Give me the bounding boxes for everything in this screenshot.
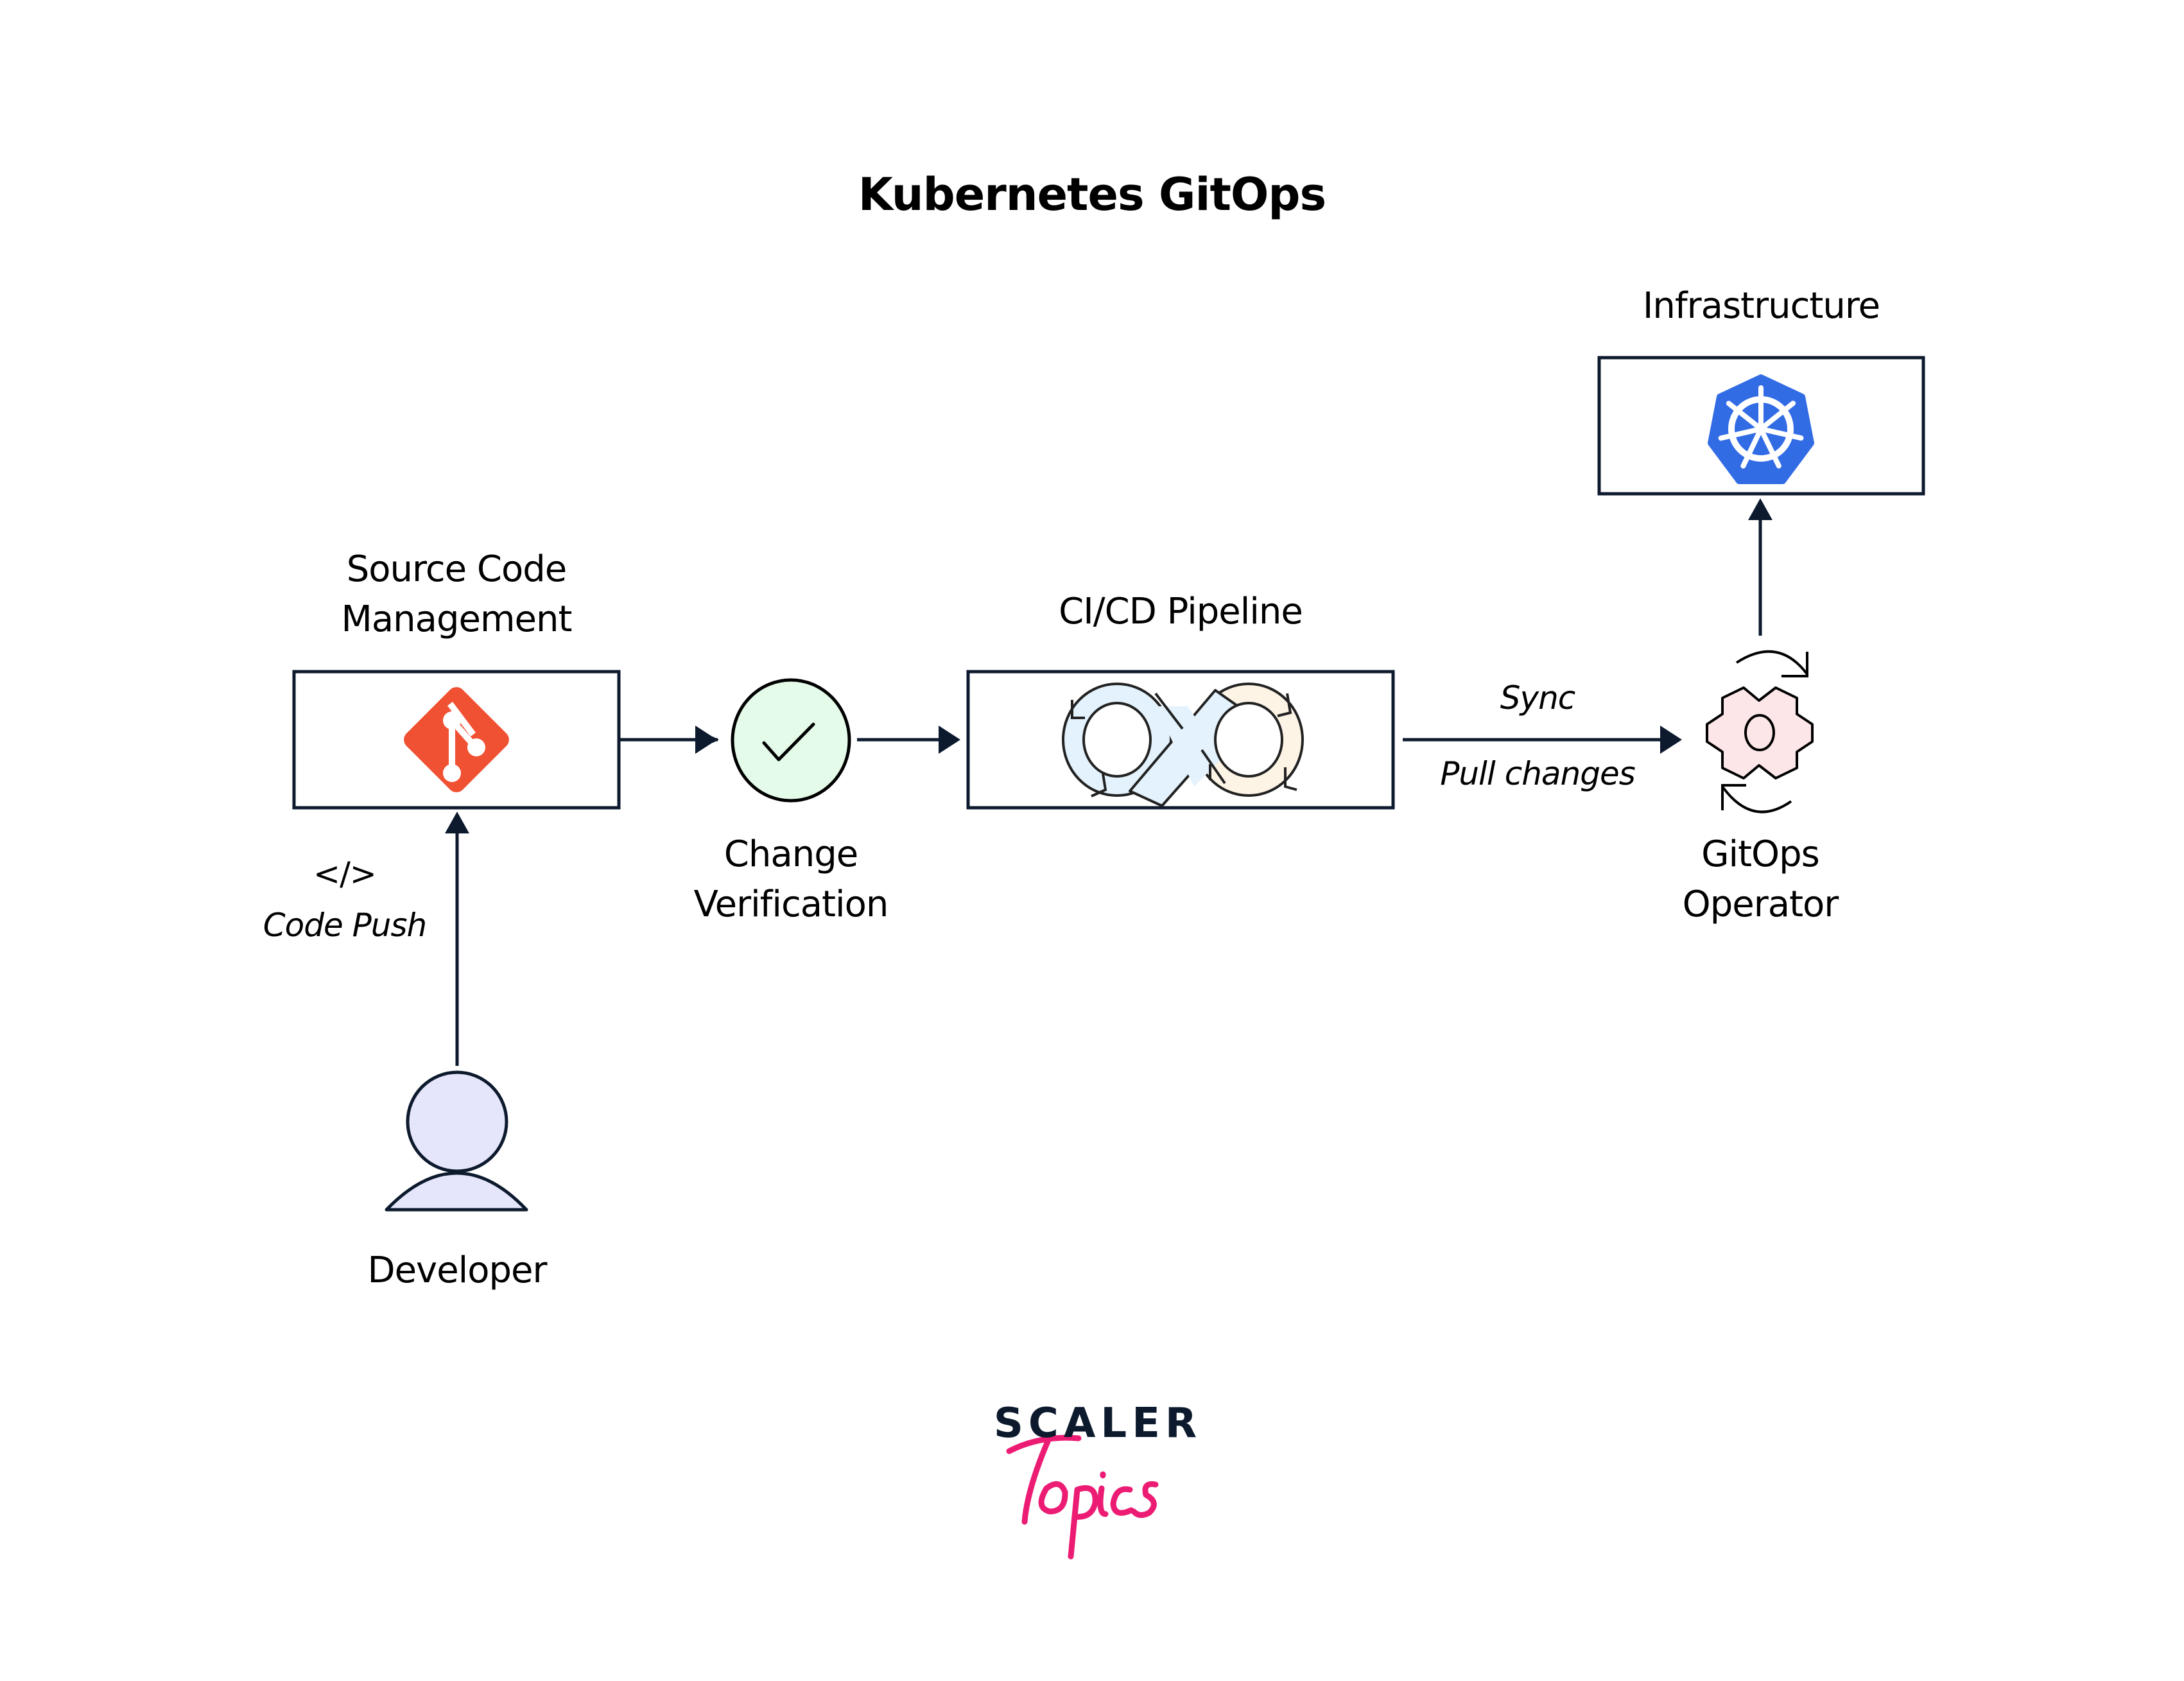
user-body xyxy=(385,1171,528,1212)
scm-label-line2: Management xyxy=(341,598,573,640)
git-icon xyxy=(404,687,509,792)
topics-script xyxy=(1006,1434,1159,1560)
kubernetes-icon xyxy=(1708,374,1814,484)
pull-changes-label: Pull changes xyxy=(1440,755,1636,792)
infinity-loop-icon xyxy=(1062,683,1304,807)
operator-label-line1: GitOps xyxy=(1701,833,1820,875)
sync-arrow-bottom-icon xyxy=(1721,785,1792,814)
scm-label-line1: Source Code xyxy=(346,548,568,590)
scaler-topics-logo xyxy=(1006,1434,1159,1560)
arrowhead-operator-to-infrastructure xyxy=(1748,498,1772,520)
operator-label: GitOps Operator xyxy=(1632,830,1889,930)
sync-label: Sync xyxy=(1500,679,1576,717)
code-push-symbol: </> xyxy=(313,855,377,893)
verification-label: Change Verification xyxy=(663,830,919,930)
checkmark-icon xyxy=(762,722,815,762)
arrowhead-scm-to-verification xyxy=(695,726,717,754)
cicd-label: CI/CD Pipeline xyxy=(1059,591,1303,632)
sync-arrow-top-icon xyxy=(1735,650,1808,675)
gear-sync-icon[interactable] xyxy=(1706,650,1814,814)
verification-circle[interactable] xyxy=(731,678,851,803)
arrowhead-verification-to-cicd xyxy=(939,726,960,754)
infrastructure-label: Infrastructure xyxy=(1642,285,1880,327)
operator-label-line2: Operator xyxy=(1682,884,1839,925)
arrowhead-sync xyxy=(1660,726,1682,754)
verification-label-line1: Change xyxy=(724,833,858,875)
verification-label-line2: Verification xyxy=(693,884,889,925)
scm-label: Source Code Management xyxy=(294,544,619,645)
diagram-title: Kubernetes GitOps xyxy=(858,168,1326,221)
developer-label: Developer xyxy=(367,1250,547,1291)
user-icon[interactable] xyxy=(385,1070,528,1212)
arrowhead-code-push xyxy=(445,812,469,833)
user-head xyxy=(406,1070,508,1173)
code-push-label: Code Push xyxy=(263,907,427,944)
scaler-brand-text: SCALER xyxy=(993,1400,1202,1447)
